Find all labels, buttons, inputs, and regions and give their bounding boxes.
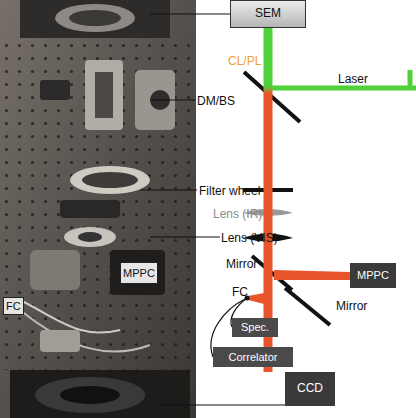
part-label: CL/PL [228,55,261,67]
photo-detail [20,0,170,38]
part-label: Filter wheel [199,185,260,197]
photo-detail [55,4,135,32]
instrument-box: Correlator [213,347,293,367]
part-label: DM/BS [197,95,235,107]
instrument-box: SEM [230,0,306,28]
photo-tag: MPPC [120,262,158,284]
photo-detail [78,232,102,242]
photo-detail [140,189,197,190]
node-text: SEM [255,7,281,20]
photo-detail [40,80,70,100]
photo-tag: FC [3,297,24,315]
photo-detail [20,300,120,333]
photo-detail [160,404,285,405]
photo-detail [408,70,413,88]
detector-box: CCD [285,372,335,406]
photo-detail [10,370,190,418]
photo-detail [95,72,113,118]
instrument-box: Spec. [232,318,278,337]
part-label: Lens (VIS) [221,232,278,244]
node-text: Correlator [229,351,278,363]
photo-detail [0,40,196,370]
photo-detail [285,288,330,325]
photo-detail [85,60,123,130]
photo-detail [248,293,264,304]
part-label: Laser [338,73,368,85]
photo-detail [40,330,80,352]
photo-detail [150,13,230,14]
photo-detail [69,10,121,26]
photo-detail [0,0,196,418]
photo-detail [35,377,145,413]
node-text: FC [6,300,21,312]
photo-detail [60,200,120,218]
part-label: Mirror [226,258,257,270]
part-label: Mirror [336,300,367,312]
photo-detail [274,270,350,280]
photo-detail [64,227,116,247]
node-text: Spec. [241,321,269,333]
photo-detail [30,250,80,290]
photo-detail [60,386,120,404]
node-text: CCD [297,382,323,395]
photo-detail [82,172,138,188]
node-text: MPPC [123,267,155,279]
part-label: Lens (IR) [213,208,262,220]
photo-detail [110,250,165,295]
photo-detail [70,166,150,194]
photo-detail [150,236,220,237]
detector-box: MPPC [350,263,396,288]
photo-detail [268,86,416,91]
part-label: FC [232,286,248,298]
photo-detail [150,99,196,100]
photo-detail [20,310,150,352]
node-text: MPPC [357,269,389,281]
